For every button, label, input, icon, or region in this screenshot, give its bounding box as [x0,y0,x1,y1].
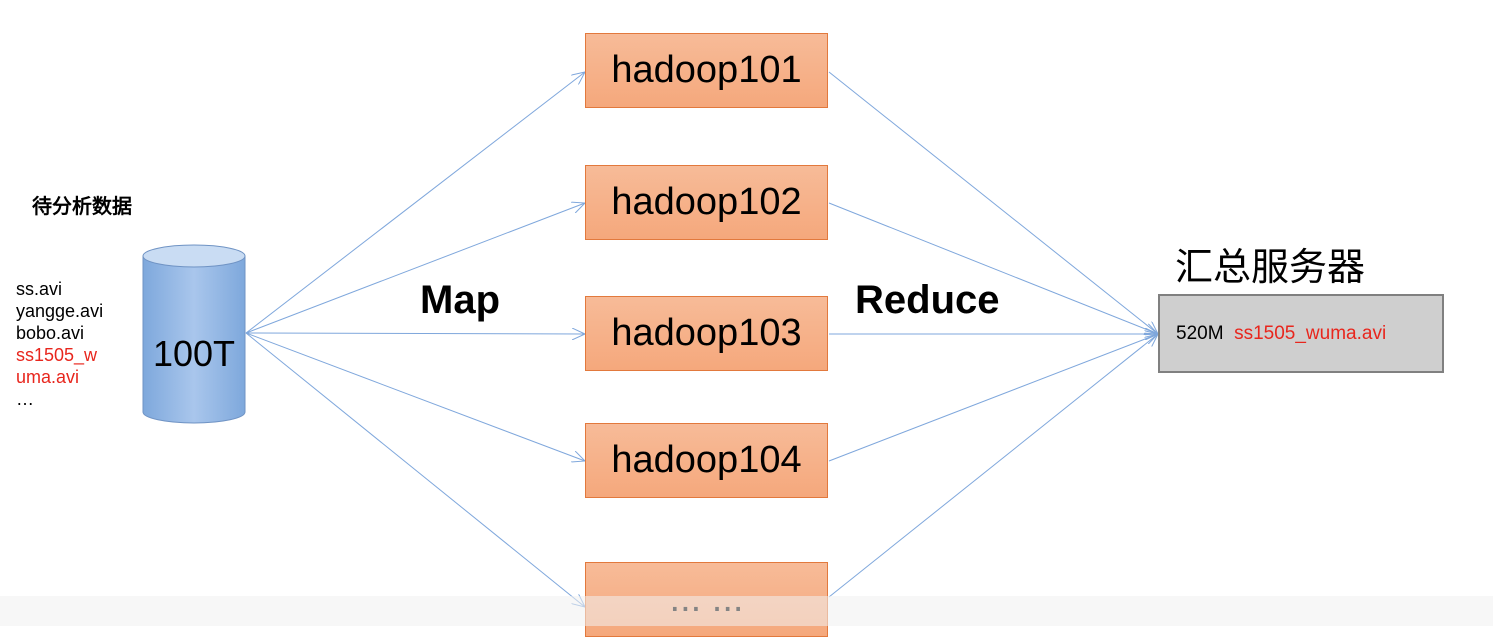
file-item-highlighted: uma.avi [16,367,80,387]
hadoop-node-2: hadoop102 [585,165,828,240]
map-arrow [245,333,585,334]
map-arrow [245,332,585,607]
hadoop-node-3: hadoop103 [585,296,828,371]
file-item: … [16,389,34,409]
map-arrow [245,72,585,334]
aggregation-server-box: 520M ss1505_wuma.avi [1158,294,1444,373]
reduce-arrow [828,334,1158,462]
result-size: 520M [1176,322,1224,344]
reduce-arrow [828,334,1158,598]
reduce-phase-label: Reduce [855,278,1000,322]
aggregation-server-title: 汇总服务器 [1175,245,1366,289]
result-file: ss1505_wuma.avi [1234,322,1387,344]
file-item: yangge.avi [16,301,104,321]
hadoop-node-1: hadoop101 [585,33,828,108]
file-list: ss.avi yangge.avi bobo.avi ss1505_w uma.… [16,278,141,410]
map-arrow [245,332,585,461]
file-item-highlighted: ss1505_w [16,345,98,365]
map-phase-label: Map [420,278,500,322]
source-data-title: 待分析数据 [32,194,132,218]
data-size-label: 100T [152,333,236,374]
reduce-arrow [828,71,1158,334]
hadoop-node-4: hadoop104 [585,423,828,498]
file-item: ss.avi [16,279,63,299]
file-item: bobo.avi [16,323,85,343]
bottom-fade [0,596,1493,626]
reduce-arrow [828,202,1158,334]
database-cylinder-icon [142,244,246,424]
map-arrow [245,203,585,334]
